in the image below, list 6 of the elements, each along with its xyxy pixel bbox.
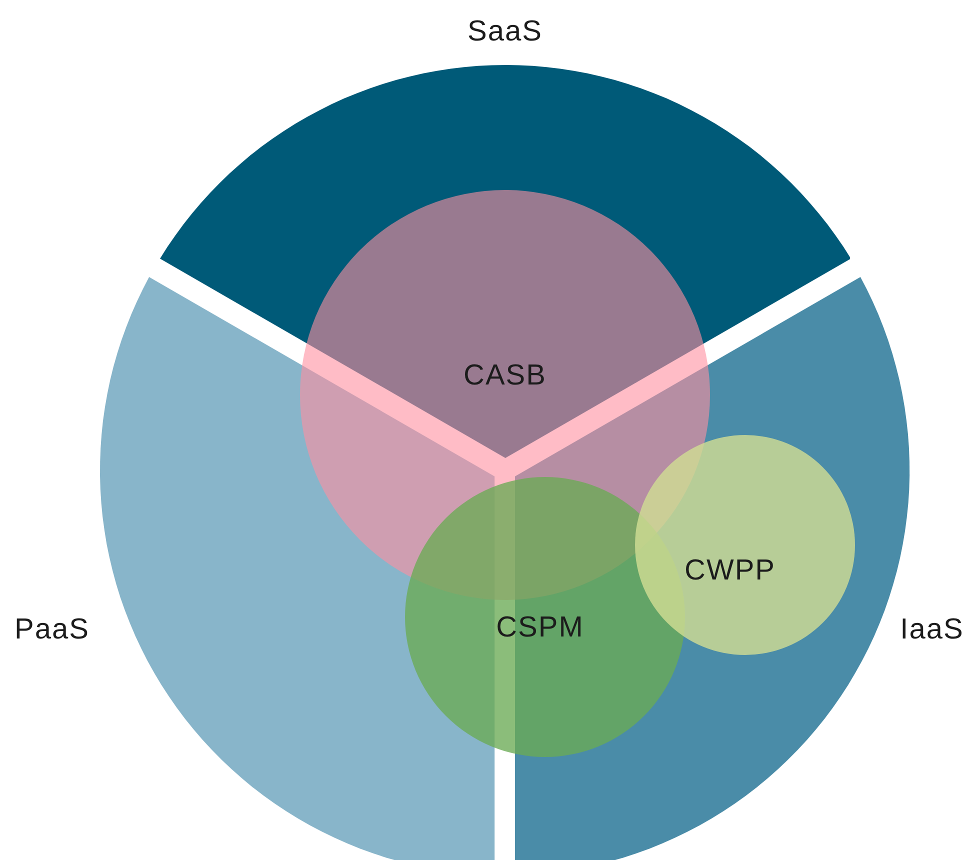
category-label: IaaS bbox=[900, 613, 964, 646]
circle-label: CSPM bbox=[496, 612, 584, 644]
category-label: SaaS bbox=[468, 16, 542, 48]
category-label: PaaS bbox=[14, 613, 90, 646]
circle-label: CWPP bbox=[684, 554, 776, 588]
circle-label: CASB bbox=[464, 360, 546, 392]
